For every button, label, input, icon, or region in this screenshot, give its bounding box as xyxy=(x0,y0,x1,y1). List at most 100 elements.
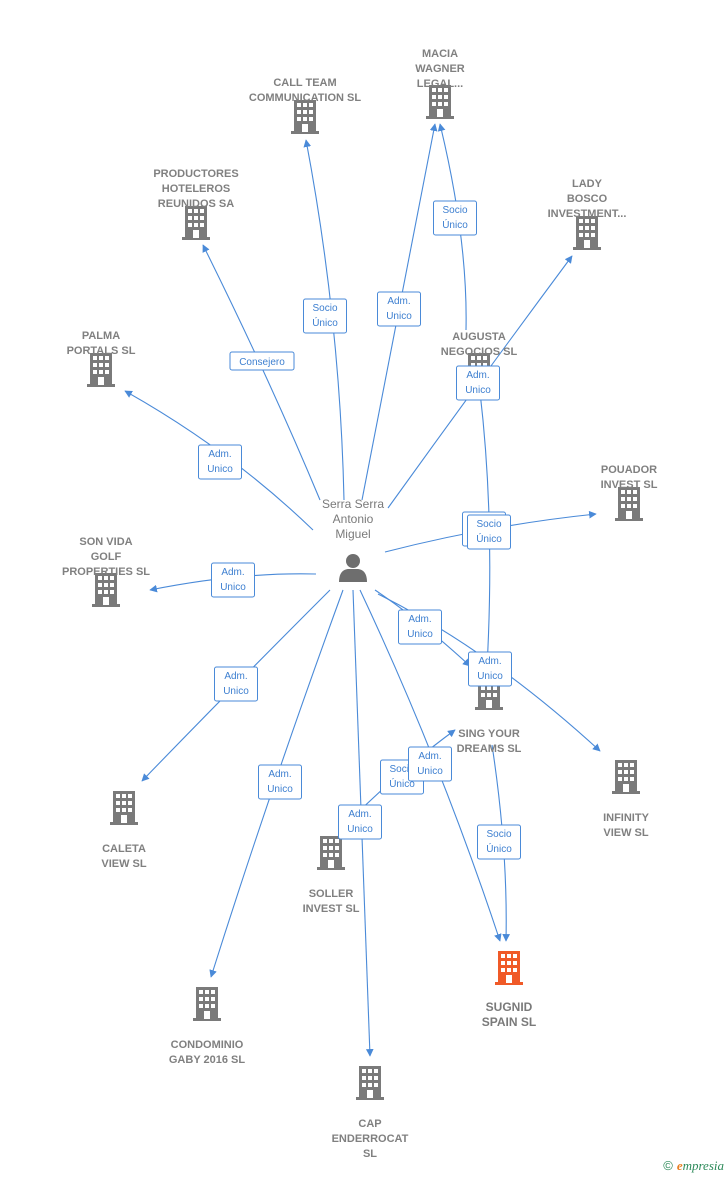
badge-text: Unico xyxy=(347,824,373,835)
badge-text: Adm. xyxy=(221,567,244,578)
building-icon xyxy=(615,487,643,521)
badge-box xyxy=(398,609,442,645)
company-node-palma[interactable] xyxy=(87,353,115,387)
person-node[interactable] xyxy=(339,554,367,582)
company-node-cap[interactable] xyxy=(356,1066,384,1100)
badge-text: Socio xyxy=(442,205,467,216)
company-node-productores[interactable] xyxy=(182,206,210,240)
relation-badge-person-to-palma[interactable]: Adm. Unico xyxy=(198,444,242,480)
badge-text: Unico xyxy=(220,582,246,593)
building-icon xyxy=(193,987,221,1021)
relation-badge-person-to-condominio[interactable]: Adm. Unico xyxy=(258,764,302,800)
building-icon xyxy=(612,760,640,794)
company-node-macia[interactable] xyxy=(426,85,454,119)
badge-text: Socio xyxy=(486,829,511,840)
relation-badge-person-to-productores[interactable]: Consejero xyxy=(229,351,295,371)
badge-text: Adm. xyxy=(418,751,441,762)
badge-text: Unico xyxy=(267,784,293,795)
relation-badge-person-to-cap[interactable]: Adm. Unico xyxy=(338,804,382,840)
badge-box xyxy=(377,291,421,327)
badge-text: Adm. xyxy=(224,671,247,682)
relation-badge-person-to-lady[interactable]: Adm.Unico xyxy=(456,365,500,401)
copyright-symbol: © xyxy=(663,1158,673,1173)
badge-text: Unico xyxy=(407,629,433,640)
edge-person-to-productores xyxy=(202,244,321,501)
badge-text: Socio xyxy=(389,764,414,775)
badge-text: Socio xyxy=(312,303,337,314)
company-node-soller[interactable] xyxy=(317,836,345,870)
company-node-sonvida[interactable] xyxy=(92,573,120,607)
badge-box xyxy=(433,200,477,236)
badge-box xyxy=(198,444,242,480)
company-node-condominio[interactable] xyxy=(193,987,221,1021)
badge-text: Único xyxy=(312,316,338,329)
brand-name: mpresia xyxy=(682,1158,724,1173)
badge-text: Unico xyxy=(477,671,503,682)
building-icon xyxy=(182,206,210,240)
relation-badge-person-to-macia[interactable]: Adm.Unico xyxy=(377,291,421,327)
edges-layer xyxy=(124,123,601,1057)
badge-box xyxy=(468,651,512,687)
relation-badge-person-to-infinity[interactable]: Adm. Unico xyxy=(468,651,512,687)
badge-text: Adm. xyxy=(268,769,291,780)
badge-text: Adm. xyxy=(387,296,410,307)
brand-footer: ©empresia xyxy=(663,1158,724,1174)
badge-text: Adm. xyxy=(208,449,231,460)
badge-text: Unico xyxy=(207,464,233,475)
relation-badge-person-to-caleta[interactable]: Adm. Unico xyxy=(214,666,258,702)
badge-box xyxy=(229,351,295,371)
badge-box xyxy=(338,804,382,840)
badge-text: Adm. xyxy=(478,656,501,667)
company-node-pouador[interactable] xyxy=(615,487,643,521)
company-node-call_team[interactable] xyxy=(291,100,319,134)
company-node-lady[interactable] xyxy=(573,216,601,250)
badge-box xyxy=(303,298,347,334)
building-icon xyxy=(291,100,319,134)
building-icon xyxy=(110,791,138,825)
badges-layer: SocioÚnicoAdm.UnicoSocioÚnicoConsejeroAd… xyxy=(198,200,521,860)
badge-box xyxy=(258,764,302,800)
company-node-infinity[interactable] xyxy=(612,760,640,794)
badge-box xyxy=(477,824,521,860)
badge-box xyxy=(214,666,258,702)
company-node-sugnid[interactable] xyxy=(495,951,523,985)
relation-badge-person-to-sonvida[interactable]: Adm. Unico xyxy=(211,562,255,598)
relation-badge-person-to-sing[interactable]: Adm.Unico xyxy=(398,609,442,645)
building-icon xyxy=(92,573,120,607)
badge-text: Adm. xyxy=(348,809,371,820)
badge-box xyxy=(456,365,500,401)
badge-text: Adm. xyxy=(466,370,489,381)
company-node-caleta[interactable] xyxy=(110,791,138,825)
badge-text: Unico xyxy=(223,686,249,697)
badge-text: Único xyxy=(476,532,502,545)
building-icon xyxy=(317,836,345,870)
relation-badge-person-to-sugnid[interactable]: Adm.Unico xyxy=(408,746,452,782)
building-icon xyxy=(495,951,523,985)
building-icon xyxy=(356,1066,384,1100)
building-icon xyxy=(426,85,454,119)
badge-text: Único xyxy=(486,842,512,855)
building-icon xyxy=(573,216,601,250)
badge-text: Consejero xyxy=(239,357,285,368)
person-icon xyxy=(339,554,367,582)
badge-text: Único xyxy=(442,218,468,231)
